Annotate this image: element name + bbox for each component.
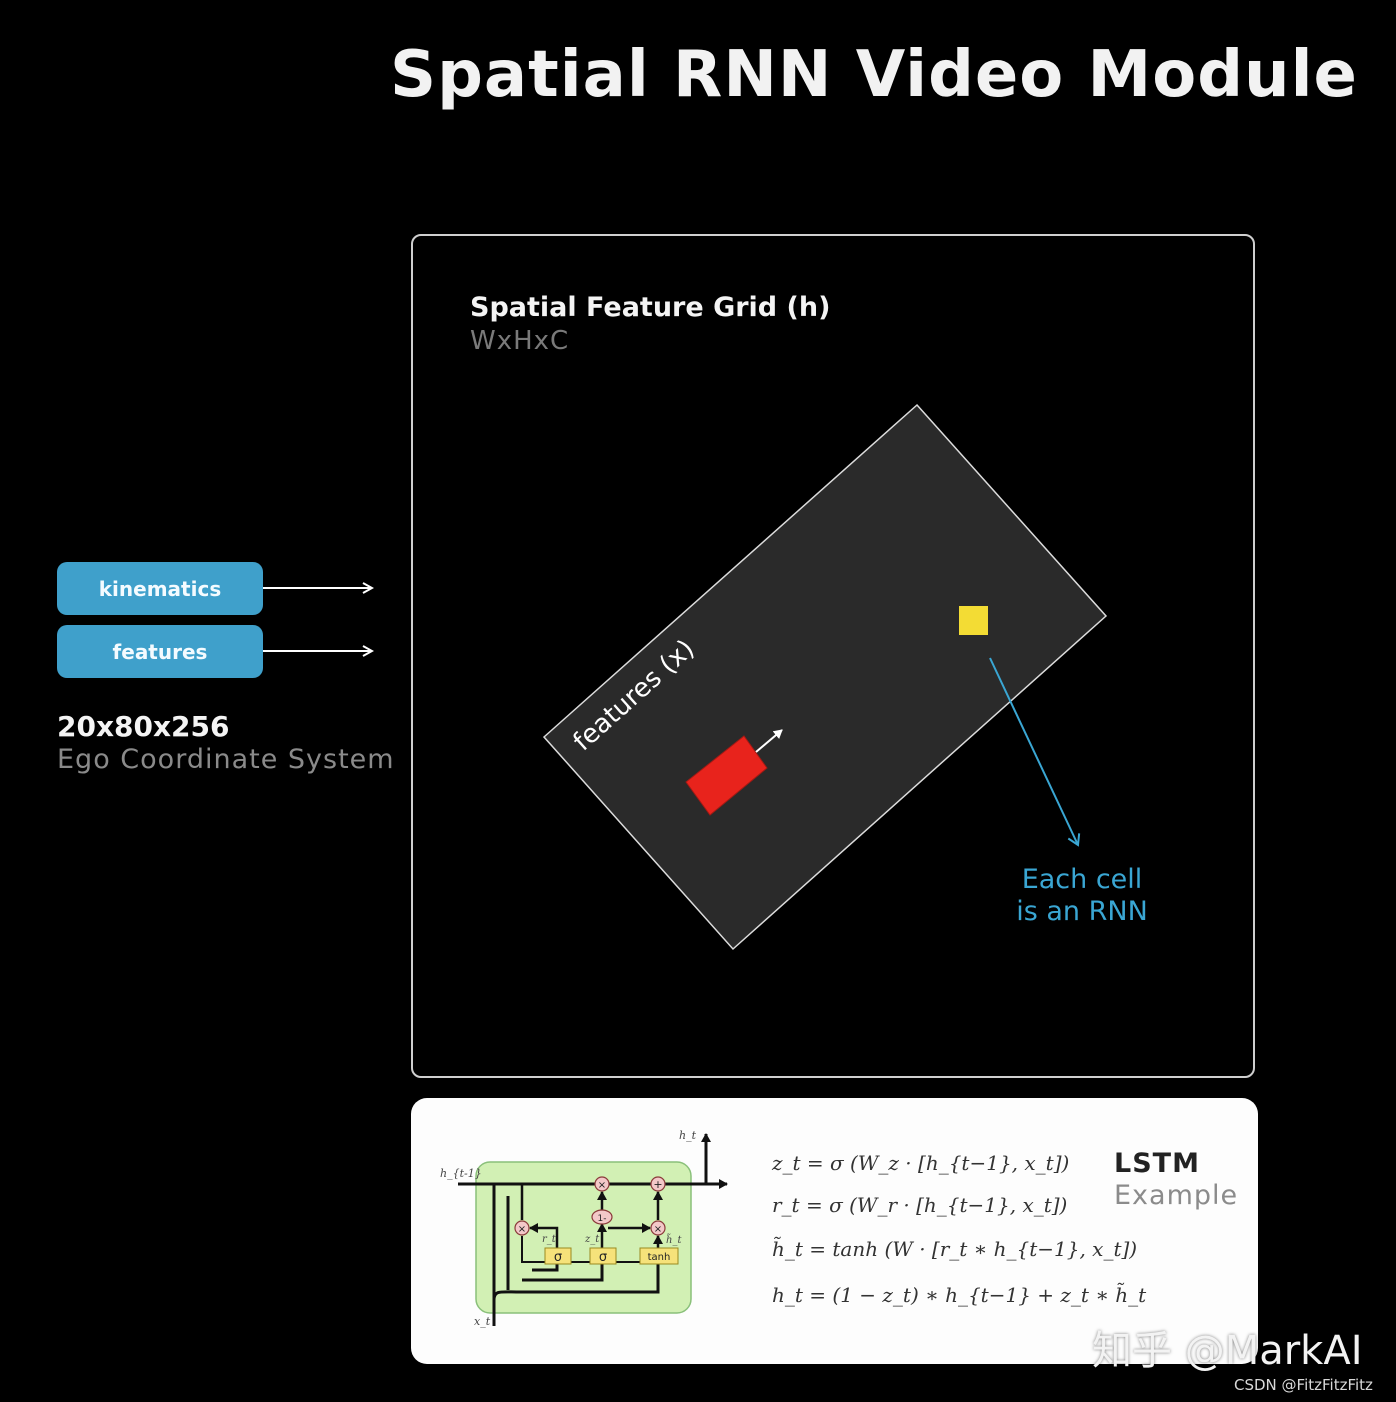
slide-title: Spatial RNN Video Module [390, 38, 1358, 112]
mult-gate-r: × [514, 1220, 530, 1236]
spatial-feature-grid-panel [411, 234, 1255, 1078]
ego-car-red-box [685, 735, 768, 816]
kinematics-label: kinematics [98, 576, 222, 601]
features-label: features [112, 639, 208, 664]
equation-hidden-state: h_t = (1 − z_t) ∗ h_{t−1} + z_t ∗ h̃_t [772, 1283, 1147, 1307]
features-input-box: features [57, 625, 263, 678]
label-r: r_t [542, 1234, 557, 1245]
svg-text:×: × [654, 1224, 662, 1235]
label-h-out: h_t [679, 1129, 697, 1142]
label-x-in: x_t [474, 1315, 491, 1328]
label-z: z_t [584, 1234, 600, 1245]
cell-note-line-2: is an RNN [1016, 896, 1148, 927]
diagram-overlay: features (x) [263, 403, 1108, 951]
cell-rnn-note: Each cell is an RNN [990, 864, 1174, 928]
tanh-box: tanh [639, 1247, 679, 1265]
one-minus-gate: 1- [591, 1209, 613, 1225]
csdn-watermark: CSDN @FitzFitzFitz [1234, 1376, 1373, 1394]
mult-gate-top: × [594, 1176, 610, 1192]
label-h-tilde: h̃_t [666, 1234, 682, 1246]
svg-text:×: × [518, 1224, 526, 1235]
lstm-subtitle: Example [1114, 1180, 1239, 1211]
equation-update-gate: z_t = σ (W_z · [h_{t−1}, x_t]) [772, 1151, 1070, 1175]
input-dimensions: 20x80x256 [57, 710, 230, 743]
svg-text:1-: 1- [598, 1214, 607, 1224]
sigma-box-z: σ [589, 1247, 617, 1265]
coordinate-system-label: Ego Coordinate System [57, 744, 395, 775]
car-heading-arrow [755, 729, 783, 753]
svg-text:×: × [598, 1180, 606, 1191]
grid-cell-yellow [959, 606, 988, 635]
lstm-title: LSTM [1114, 1148, 1200, 1179]
label-h-prev: h_{t-1} [440, 1167, 482, 1180]
svg-text:σ: σ [554, 1250, 562, 1265]
equation-reset-gate: r_t = σ (W_r · [h_{t−1}, x_t]) [772, 1193, 1068, 1217]
kinematics-input-box: kinematics [57, 562, 263, 615]
grid-title: Spatial Feature Grid (h) [470, 292, 831, 323]
feature-grid-rectangle [542, 403, 1108, 951]
mult-gate-htilde: × [650, 1220, 666, 1236]
svg-text:σ: σ [599, 1250, 607, 1265]
cell-note-line-1: Each cell [1021, 864, 1143, 895]
svg-text:tanh: tanh [648, 1252, 671, 1263]
lstm-cell-body [475, 1161, 692, 1314]
zhihu-watermark: 知乎 @MarkAI [1092, 1328, 1363, 1374]
grid-dimensions: WxHxC [470, 326, 570, 356]
svg-text:+: + [653, 1178, 662, 1191]
sigma-box-r: σ [544, 1247, 572, 1265]
plus-gate: + [650, 1176, 666, 1192]
equation-candidate: h̃_t = tanh (W · [r_t ∗ h_{t−1}, x_t]) [772, 1237, 1138, 1261]
cell-callout-arrow [989, 657, 1081, 847]
